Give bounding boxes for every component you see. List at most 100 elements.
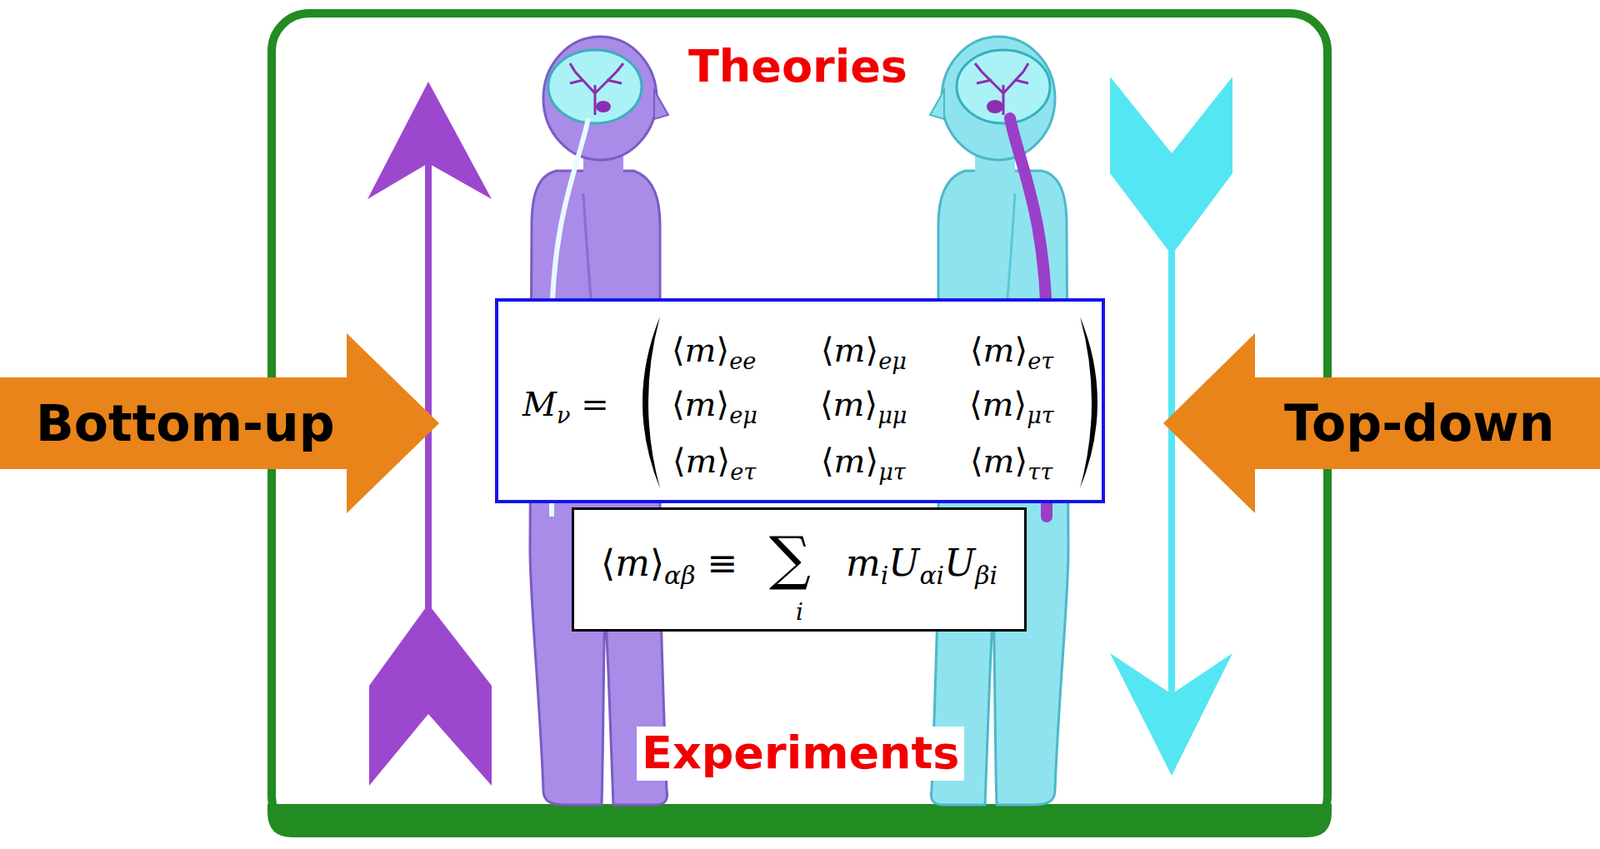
math-symbol: m xyxy=(833,385,865,424)
formula-part: ⟨m⟩αβ ≡ xyxy=(600,541,738,586)
subscript: τ xyxy=(1040,348,1054,375)
math-symbol: ⟩ xyxy=(865,330,880,370)
math-symbol: m xyxy=(983,330,1015,370)
math-symbol: ⟩ xyxy=(865,385,879,424)
box-ground xyxy=(495,298,1105,504)
subscript: α xyxy=(919,560,936,590)
subscript: τ xyxy=(743,459,756,485)
head xyxy=(543,36,657,160)
nose xyxy=(654,90,669,120)
math-symbol: m xyxy=(834,330,866,370)
math-symbol: ⟨ xyxy=(969,385,983,424)
matrix-parenthesis xyxy=(642,316,660,489)
subscript: e xyxy=(730,459,744,485)
math-symbol: m xyxy=(685,385,717,424)
arrow-fletching xyxy=(1110,76,1233,255)
math-symbol: ⟨ xyxy=(970,330,984,370)
subscript: μ xyxy=(891,348,907,375)
math-symbol: m xyxy=(834,441,866,480)
subscript: β xyxy=(975,560,990,590)
matrix-entry: ⟨m⟩μτ xyxy=(969,384,1055,425)
arrow-fill xyxy=(1163,333,1600,514)
math-symbol: ⟩ xyxy=(650,541,665,585)
bottom-up-arrow: Bottom-up xyxy=(0,333,440,514)
subscript: e xyxy=(729,348,743,375)
subscript: e xyxy=(1027,348,1041,375)
head xyxy=(941,36,1055,160)
arrow-label: Top-down xyxy=(1284,393,1555,454)
math-symbol: ⟩ xyxy=(716,330,730,370)
formula-part: miUαiUβi xyxy=(845,541,998,586)
matrix-entry: ⟨m⟩ee xyxy=(671,330,756,370)
subscript: τ xyxy=(1041,402,1055,429)
math-symbol: ⟨ xyxy=(820,330,835,370)
subscript: i xyxy=(880,560,890,590)
math-symbol: ⟨ xyxy=(820,385,834,424)
subscript: μ xyxy=(1026,402,1042,429)
brain xyxy=(956,50,1050,124)
subscript: e xyxy=(878,348,892,375)
math-symbol: ⟨ xyxy=(671,385,685,424)
math-symbol: ≡ xyxy=(707,541,739,585)
ground-band xyxy=(267,804,1332,838)
subscript: β xyxy=(680,560,695,590)
math-symbol: ⟩ xyxy=(1014,385,1028,424)
math-symbol: m xyxy=(845,541,881,585)
brain xyxy=(548,50,642,124)
brain-stem xyxy=(595,100,611,113)
matrix-entry: ⟨m⟩eτ xyxy=(672,440,756,481)
arrow-shaft xyxy=(1168,246,1175,697)
arrow-fill xyxy=(0,333,440,514)
matrix-entry: ⟨m⟩μμ xyxy=(820,384,908,425)
matrix-entry: ⟨m⟩μτ xyxy=(820,440,906,481)
math-symbol: ⟨ xyxy=(671,330,685,370)
matrix-parenthesis xyxy=(1080,316,1098,489)
math-symbol: M xyxy=(522,385,557,424)
subscript: i xyxy=(936,560,945,590)
math-symbol: ⟩ xyxy=(717,441,731,480)
math-symbol: U xyxy=(944,541,975,585)
math-symbol: ⟨ xyxy=(970,441,984,480)
subscript: τ xyxy=(893,459,906,485)
subscript: ν xyxy=(556,402,571,429)
math-symbol xyxy=(570,385,582,424)
math-symbol: m xyxy=(685,441,718,480)
arrow-fletching xyxy=(369,604,492,786)
math-symbol: m xyxy=(982,385,1015,424)
subscript: τ xyxy=(1040,459,1053,485)
definition-box: ⟨m⟩αβ ≡∑imiUαiUβi xyxy=(571,507,1027,632)
math-symbol: ⟩ xyxy=(716,385,730,424)
math-symbol: m xyxy=(685,330,717,370)
math-symbol: ⟩ xyxy=(1015,330,1029,370)
arrow-head xyxy=(1110,653,1233,776)
math-symbol: ⟨ xyxy=(820,441,835,480)
subscript: α xyxy=(664,560,681,590)
box-ground xyxy=(571,507,1027,632)
arrow-label: Bottom-up xyxy=(35,393,335,454)
matrix-entry: ⟨m⟩eτ xyxy=(970,330,1054,370)
math-symbol: m xyxy=(983,441,1015,480)
math-symbol: m xyxy=(615,541,650,585)
math-symbol: i xyxy=(795,598,804,626)
mass-matrix-box: Mν =⟨m⟩ee⟨m⟩eμ⟨m⟩eτ⟨m⟩eμ⟨m⟩μμ⟨m⟩μτ⟨m⟩eτ⟨… xyxy=(495,298,1105,504)
nose xyxy=(930,90,945,120)
section-label: Theories xyxy=(688,40,908,95)
matrix-entry: ⟨m⟩eμ xyxy=(820,330,907,370)
math-symbol: ⟩ xyxy=(865,441,880,480)
math-symbol: ⟨ xyxy=(672,441,686,480)
brain-vessels xyxy=(570,63,624,115)
math-symbol: U xyxy=(888,541,920,585)
subscript: μ xyxy=(742,402,758,429)
subscript: μ xyxy=(892,402,908,429)
brain-stem xyxy=(986,100,1004,114)
math-symbol: ∑ xyxy=(769,524,811,593)
section-label: Experiments xyxy=(636,726,965,781)
math-symbol xyxy=(695,541,708,585)
subscript: i xyxy=(990,560,999,590)
subscript: μ xyxy=(877,402,893,429)
arrow-head xyxy=(367,81,492,200)
matrix-entry: Mν = xyxy=(522,384,610,425)
math-symbol: = xyxy=(580,385,610,424)
subscript: μ xyxy=(878,459,894,485)
